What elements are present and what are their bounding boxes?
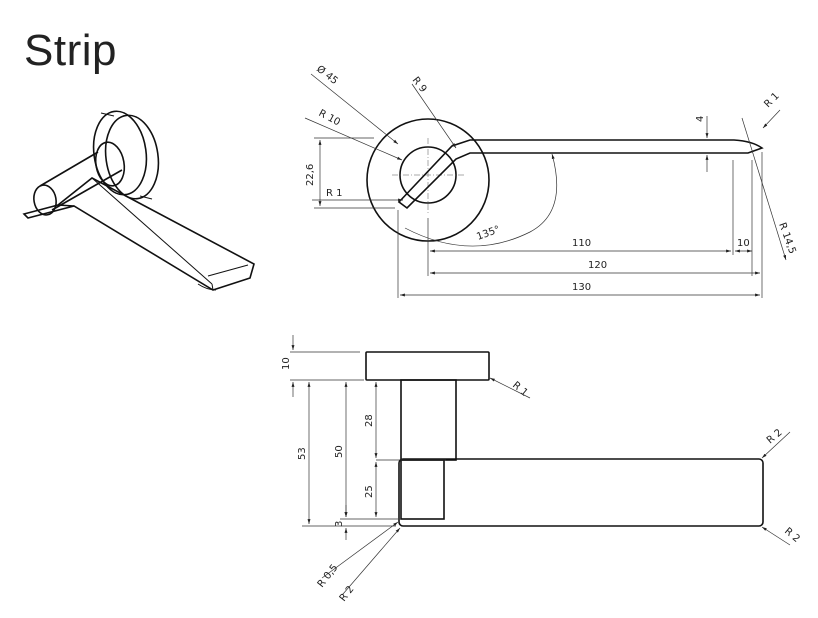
radius-1-left-label: R 1 xyxy=(326,188,343,199)
radius-9-label: R 9 xyxy=(410,75,429,95)
dim-10-label: 10 xyxy=(737,238,750,249)
page-title: Strip xyxy=(24,26,117,75)
radius-10-label: R 10 xyxy=(317,108,342,128)
iso-rosette-back xyxy=(92,110,148,196)
side-rosette xyxy=(365,351,490,381)
handle-strip xyxy=(397,139,764,210)
side-view: 10 53 50 28 25 3 R 1 R 2 R 2 R 0,5 R 2 xyxy=(281,335,802,604)
side-dim-53-label: 53 xyxy=(297,447,308,460)
side-dim-3-label: 3 xyxy=(334,521,345,527)
top-view: Ø 45 R 9 R 10 R 1 22,6 4 R 1 R 14,5 135°… xyxy=(304,63,798,298)
dim-130-label: 130 xyxy=(572,282,591,293)
dim-110-label: 110 xyxy=(572,238,591,249)
radius-1-tip-label: R 1 xyxy=(762,91,781,110)
angle-label: 135° xyxy=(475,224,501,243)
side-insert xyxy=(400,459,445,520)
side-dim-50-label: 50 xyxy=(334,445,345,458)
dim-22-6-label: 22,6 xyxy=(305,164,316,186)
side-blade xyxy=(398,458,764,527)
side-dim-28-label: 28 xyxy=(364,414,375,427)
side-radius-0-5-label: R 0,5 xyxy=(316,563,341,590)
dim-4-label: 4 xyxy=(695,116,706,122)
iso-rosette-front xyxy=(104,114,160,200)
side-dim-25-label: 25 xyxy=(364,485,375,498)
isometric-view xyxy=(22,110,255,291)
side-dim-10-label: 10 xyxy=(281,357,292,370)
dim-120-label: 120 xyxy=(588,260,607,271)
diameter-label: Ø 45 xyxy=(314,63,340,87)
side-radius-2-left-label: R 2 xyxy=(338,584,357,604)
side-radius-2-top-label: R 2 xyxy=(765,427,785,446)
side-neck xyxy=(400,379,457,461)
